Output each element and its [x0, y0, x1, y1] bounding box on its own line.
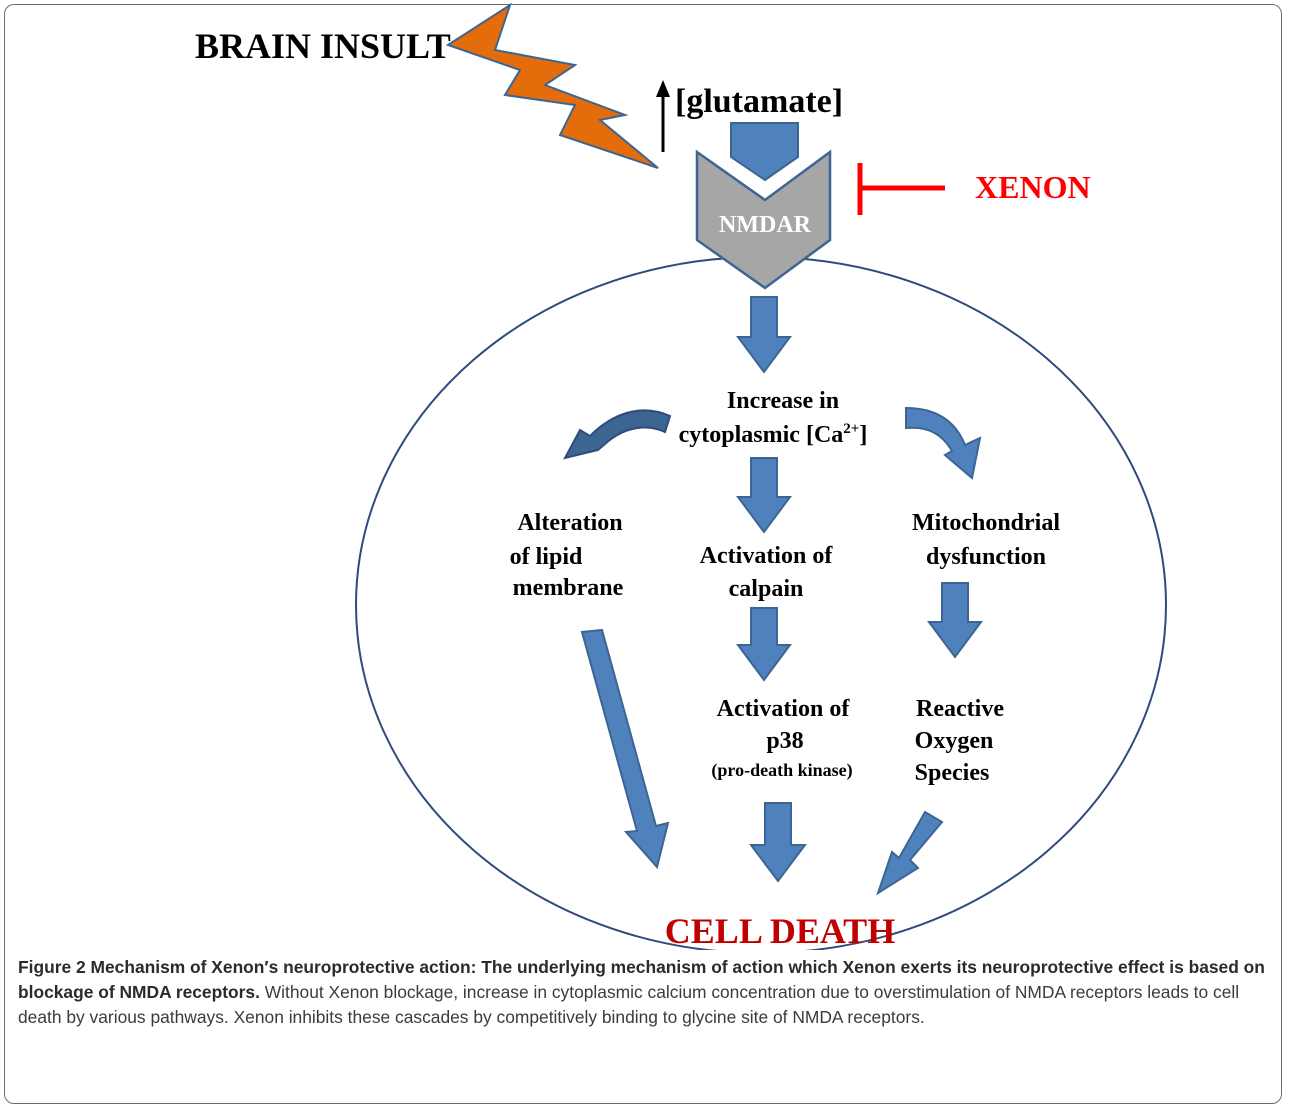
p38-subtitle: (pro-death kinase)	[711, 760, 852, 781]
calpain-label-line2: calpain	[729, 576, 804, 602]
increase-arrow-icon	[656, 80, 670, 152]
figure-label: Figure 2	[18, 957, 86, 977]
curved-arrow-right-icon	[905, 406, 982, 480]
ros-label-line1: Reactive	[916, 696, 1004, 722]
nmdar-label: NMDAR	[719, 212, 812, 238]
arrow-p38-to-death	[749, 802, 807, 883]
glutamate-ligand	[730, 122, 799, 182]
calcium-label-line1: Increase in	[727, 388, 839, 414]
arrow-calpain-to-p38	[736, 607, 792, 682]
p38-label-line1: Activation of	[717, 696, 851, 722]
arrow-lipid-to-death	[580, 628, 670, 870]
mechanism-diagram: BRAIN INSULT [glutamate] NMDAR XENON Inc…	[195, 2, 1167, 950]
figure-caption: Figure 2 Mechanism of Xenon′s neuroprote…	[18, 955, 1270, 1030]
lipid-label-line1: Alteration	[517, 510, 622, 536]
lipid-label-line2: of lipid	[510, 544, 583, 570]
cell-death-label: CELL DEATH	[665, 911, 895, 950]
caption-bold-text: Mechanism of Xenon′s neuroprotective act…	[18, 957, 1265, 1002]
mito-label-line1: Mitochondrial	[912, 510, 1060, 536]
lipid-label-line3: membrane	[513, 575, 624, 601]
ros-label-line2: Oxygen	[915, 728, 994, 754]
calpain-label-line1: Activation of	[700, 543, 834, 569]
inhibition-icon	[857, 163, 945, 215]
arrow-calcium-to-calpain	[736, 457, 792, 534]
arrow-ros-to-death	[876, 810, 944, 896]
lightning-bolt-icon	[445, 2, 659, 169]
arrow-receptor-to-calcium	[736, 296, 792, 374]
glutamate-label: [glutamate]	[675, 83, 843, 120]
figure-frame	[4, 4, 1282, 1104]
ros-label-line3: Species	[915, 760, 990, 786]
arrow-mito-to-ros	[927, 582, 983, 659]
curved-arrow-left-icon	[563, 409, 672, 460]
nmda-receptor	[695, 149, 832, 290]
brain-insult-label: BRAIN INSULT	[195, 26, 451, 66]
mito-label-line2: dysfunction	[926, 544, 1046, 570]
calcium-label-line2: cytoplasmic [Ca2+]	[679, 421, 868, 448]
p38-label-line2: p38	[766, 728, 803, 754]
xenon-label: XENON	[975, 169, 1091, 205]
caption-body-text: Without Xenon blockage, increase in cyto…	[18, 982, 1240, 1027]
